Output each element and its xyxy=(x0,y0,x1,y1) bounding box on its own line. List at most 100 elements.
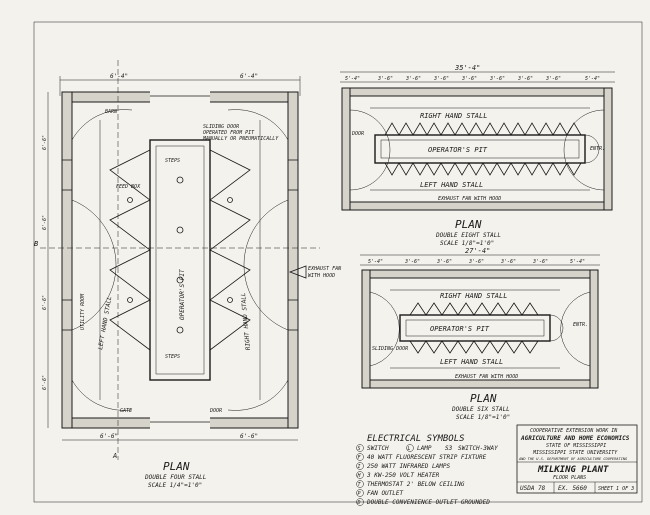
eight-dim-2: 3'-6" xyxy=(377,76,393,82)
operator-pit-four xyxy=(149,139,211,381)
legend-text-4: 40 WATT FLUORESCENT STRIP FIXTURE xyxy=(367,454,487,461)
tb-ex-no: EX. 5660 xyxy=(558,485,587,492)
six-wall-bottom xyxy=(361,379,599,389)
label-sliding-door-four: SLIDING DOOR xyxy=(203,124,239,130)
six-operator-pit xyxy=(399,314,551,342)
section-a-marker: A xyxy=(112,452,117,460)
eight-label-door: DOOR xyxy=(351,131,364,137)
plan-eight-title: PLAN xyxy=(455,218,482,231)
eight-dim-4: 3'-6" xyxy=(433,76,449,82)
eight-wall-right xyxy=(603,87,613,211)
legend-text-2: LAMP xyxy=(417,445,432,452)
six-dim-3: 3'-6" xyxy=(436,259,452,265)
legend-sym-6: H xyxy=(357,473,362,479)
label-manually: MANUALLY OR PNEUMATICALLY xyxy=(202,136,279,142)
label-left-hand-stall-four: LEFT HAND STALL xyxy=(97,295,113,350)
plan-four-subtitle: DOUBLE FOUR STALL xyxy=(144,474,207,481)
plan-eight-scale: SCALE 1/8"=1'0" xyxy=(440,240,494,247)
eight-label-right-hand-stall: RIGHT HAND STALL xyxy=(420,112,487,120)
eight-label-left-hand-stall: LEFT HAND STALL xyxy=(420,181,483,189)
six-label-right-hand-stall: RIGHT HAND STALL xyxy=(440,292,507,300)
eight-wall-bottom xyxy=(341,201,613,211)
label-operators-pit-four: OPERATOR'S PIT xyxy=(179,269,186,320)
six-label-left-hand-stall: LEFT HAND STALL xyxy=(440,358,503,366)
dim-side-2: 6'-6" xyxy=(42,215,48,230)
legend-text-9: DOUBLE CONVENIENCE OUTLET GROUNDED xyxy=(366,499,490,506)
six-dim-5: 3'-6" xyxy=(500,259,516,265)
six-dim-4: 3'-6" xyxy=(468,259,484,265)
eight-dim-1: 5'-4" xyxy=(345,76,360,82)
tb-usda: USDA 78 xyxy=(520,485,546,492)
eight-label-operators-pit: OPERATOR'S PIT xyxy=(428,146,488,154)
eight-dim-6: 3'-6" xyxy=(489,76,505,82)
plan-four-title: PLAN xyxy=(163,460,190,473)
label-barn: BARN xyxy=(105,109,118,115)
six-label-entrance: ENTR. xyxy=(573,322,588,328)
legend-row-1: S SWITCH L LAMP S3 SWITCH-3WAY xyxy=(356,444,498,452)
legend-text-6: 3 KW-250 VOLT HEATER xyxy=(366,472,440,479)
plan-six-overall-dim: 27'-4" xyxy=(465,247,490,255)
label-exhaust-fan-four: EXHAUST FAN xyxy=(308,266,342,272)
label-steps-top: STEPS xyxy=(165,158,180,164)
label-utility-room: UTILITY ROOM xyxy=(80,293,86,330)
legend-sym-8: P xyxy=(358,491,361,497)
eight-dim-8: 3'-6" xyxy=(545,76,561,82)
section-b-marker: B xyxy=(34,240,38,248)
eight-label-entrance: ENTR. xyxy=(590,146,605,152)
legend-text-1: SWITCH xyxy=(367,445,389,452)
six-label-operators-pit: OPERATOR'S PIT xyxy=(430,325,490,333)
six-wall-right xyxy=(589,269,599,389)
eight-dim-5: 3'-6" xyxy=(461,76,477,82)
plan-six-title: PLAN xyxy=(470,392,497,405)
eight-wall-top xyxy=(341,87,613,97)
label-opened-from-pit: OPERATED FROM PIT xyxy=(203,130,255,136)
six-wall-top xyxy=(361,269,599,279)
plan-six-dims: 5'-4" 3'-6" 3'-6" 3'-6" 3'-6" 3'-6" 5'-4… xyxy=(368,259,585,265)
six-dim-7: 5'-4" xyxy=(570,259,585,265)
tb-line1: COOPERATIVE EXTENSION WORK IN xyxy=(530,428,618,434)
dim-side-1: 6'-6" xyxy=(42,135,48,150)
dim-side-4: 6'-6" xyxy=(42,375,48,390)
legend-sym-9: D xyxy=(357,500,361,506)
tb-plan-title: MILKING PLANT xyxy=(537,465,609,475)
eight-dim-9: 5'-4" xyxy=(585,76,600,82)
legend-text-7: THERMOSTAT 2' BELOW CEILING xyxy=(367,481,465,488)
six-dim-6: 3'-6" xyxy=(532,259,548,265)
six-label-exhaust-fan: EXHAUST FAN WITH HOOD xyxy=(455,374,518,380)
legend-sym-5: I xyxy=(358,464,361,470)
tb-line4: MISSISSIPPI STATE UNIVERSITY xyxy=(532,450,618,456)
plan-six-subtitle: DOUBLE SIX STALL xyxy=(451,406,510,413)
label-with-hood: WITH HOOD xyxy=(308,273,335,279)
electrical-symbols-legend: ELECTRICAL SYMBOLS S SWITCH L LAMP S3 SW… xyxy=(356,434,498,506)
sheet-border xyxy=(33,21,643,503)
wall-left xyxy=(61,91,73,429)
legend-sym-2: L xyxy=(408,446,411,452)
wall-right xyxy=(287,91,299,429)
label-door-four: DOOR xyxy=(209,408,222,414)
legend-sym-4: F xyxy=(358,455,362,461)
legend-title: ELECTRICAL SYMBOLS xyxy=(367,434,465,444)
legend-text-8: FAN OUTLET xyxy=(367,490,404,497)
plan-six-scale: SCALE 1/8"=1'0" xyxy=(456,414,510,421)
dim-top-left: 6'-4" xyxy=(110,73,128,80)
tb-line5: AND THE U.S. DEPARTMENT OF AGRICULTURE C… xyxy=(518,457,628,461)
plan-eight-overall-dim: 35'-4" xyxy=(454,64,480,72)
label-gate: GATE xyxy=(120,408,132,414)
legend-text-5: 250 WATT INFRARED LAMPS xyxy=(367,463,450,470)
dim-bottom-right: 6'-6" xyxy=(240,433,258,440)
legend-text-3: SWITCH-3WAY xyxy=(458,445,498,452)
legend-sym-3: S3 xyxy=(445,445,453,452)
eight-dim-7: 3'-6" xyxy=(517,76,533,82)
plan-eight-dims: 5'-4" 3'-6" 3'-6" 3'-6" 3'-6" 3'-6" 3'-6… xyxy=(345,76,600,82)
dim-side-3: 6'-6" xyxy=(42,295,48,310)
tb-line2: AGRICULTURE AND HOME ECONOMICS xyxy=(520,435,630,442)
six-wall-left xyxy=(361,269,371,389)
label-feed-box: FEED BOX xyxy=(116,184,141,190)
label-right-hand-stall-four: RIGHT HAND STALL xyxy=(240,292,252,351)
six-dim-2: 3'-6" xyxy=(404,259,420,265)
eight-dim-3: 3'-6" xyxy=(405,76,421,82)
six-label-sliding-door: SLIDING DOOR xyxy=(372,346,408,352)
dim-bottom-left: 6'-6" xyxy=(100,433,118,440)
